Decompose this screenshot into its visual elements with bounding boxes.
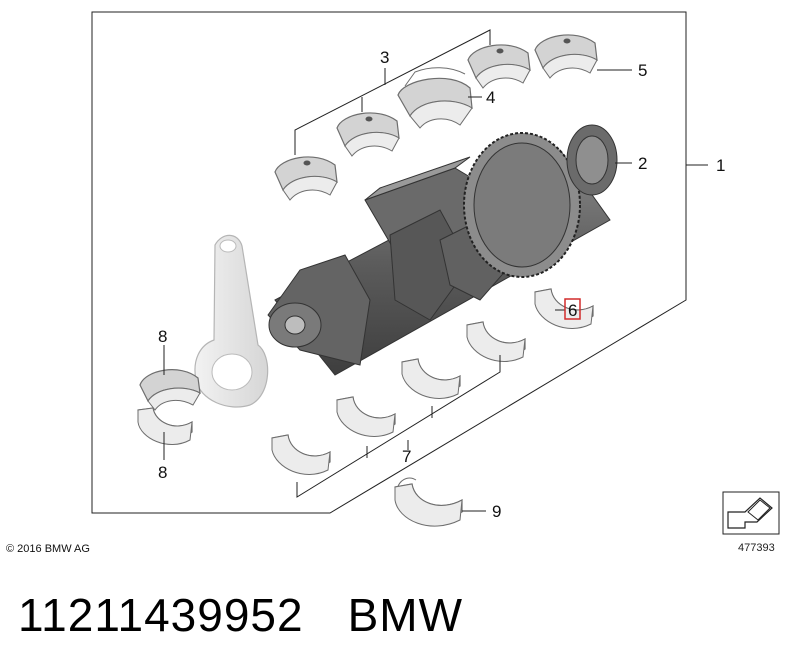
part-number: 11211439952 (18, 589, 304, 641)
copyright-text: © 2016 BMW AG (6, 543, 90, 555)
callout-9: 9 (492, 502, 501, 521)
figure-number: 477393 (738, 542, 775, 554)
main-bearing-shell-lower-4 (466, 321, 526, 362)
figure-arrow-icon (722, 491, 780, 535)
part-caption: 11211439952 BMW (18, 588, 463, 642)
exploded-parts-diagram: 1 2 3 4 5 6 7 8 8 9 (91, 11, 780, 535)
thrust-bearing-shell (397, 67, 473, 129)
highlight-box (564, 298, 581, 320)
main-bearing-shell-6 (534, 288, 594, 329)
crankshaft (267, 124, 618, 376)
conrod-bearing-shell-upper (139, 369, 201, 411)
leader-lines (163, 29, 708, 512)
main-bearing-shell-lower-3 (401, 358, 461, 399)
main-bearing-shell-upper-2 (336, 112, 400, 157)
thrust-bearing-shell-9 (394, 477, 463, 527)
main-bearing-shell-upper-3 (467, 44, 531, 89)
callout-5: 5 (638, 61, 647, 80)
brand-name: BMW (347, 589, 464, 641)
main-bearing-shell-upper-1 (274, 156, 338, 201)
callout-4: 4 (486, 88, 495, 107)
assembly-boundary (91, 11, 687, 514)
callout-6: 6 (568, 301, 577, 320)
main-bearing-shell-lower-1 (271, 434, 331, 475)
callout-1: 1 (716, 156, 725, 175)
callout-8-top: 8 (158, 327, 167, 346)
callout-8-bottom: 8 (158, 463, 167, 482)
main-bearing-shell-5 (534, 34, 598, 79)
main-bearing-shell-lower-2 (336, 396, 396, 437)
callout-3: 3 (380, 48, 389, 67)
connecting-rod (194, 234, 269, 408)
callout-2: 2 (638, 154, 647, 173)
callout-7: 7 (402, 447, 411, 466)
conrod-bearing-shell-lower (137, 407, 193, 445)
